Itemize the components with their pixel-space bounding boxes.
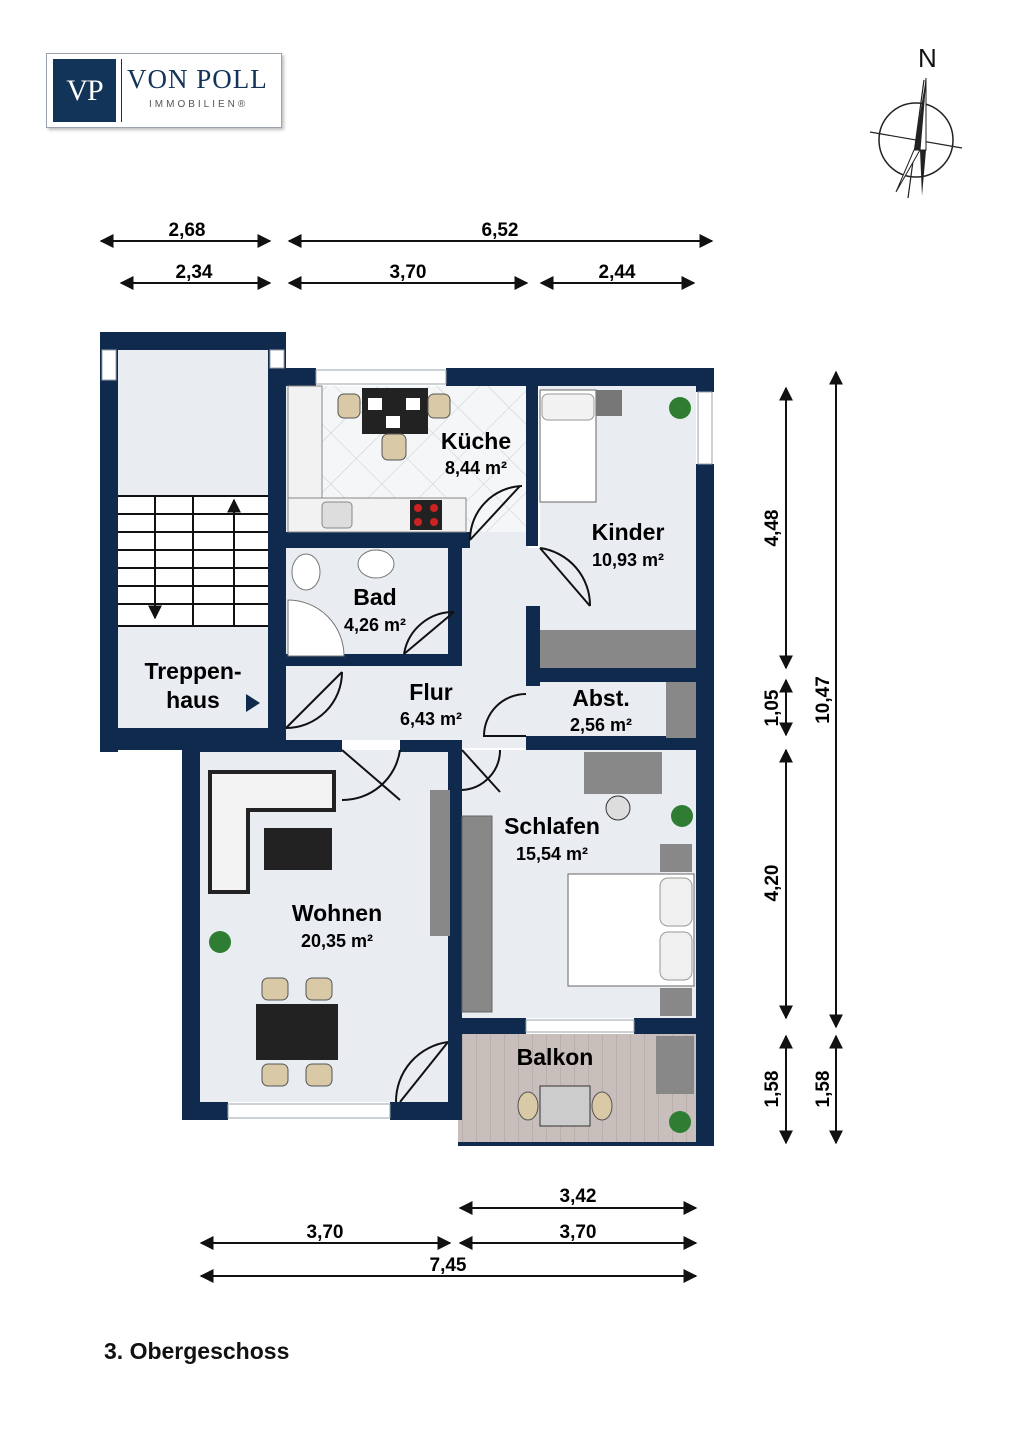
dim-top-2-34: 2,34 xyxy=(176,262,213,283)
room-label-treppenhaus-2: haus xyxy=(166,687,220,713)
room-label-kinder: Kinder xyxy=(592,519,665,545)
dim-right-1-58: 1,58 xyxy=(762,1071,783,1108)
dimension-lines-bottom xyxy=(199,1201,698,1283)
dim-bottom-3-70-right: 3,70 xyxy=(560,1222,597,1243)
kitchen-counter xyxy=(287,385,467,533)
dim-top-3-70: 3,70 xyxy=(390,262,427,283)
room-label-schlafen: Schlafen xyxy=(504,813,600,839)
compass-north-label: N xyxy=(918,43,937,73)
dining-table-kitchen xyxy=(337,388,451,461)
walls xyxy=(100,332,714,1146)
plant-icon xyxy=(209,397,693,1133)
compass-icon xyxy=(869,77,963,199)
dimension-lines-right xyxy=(779,370,843,1145)
logo-divider xyxy=(121,59,122,122)
dim-bottom-3-42: 3,42 xyxy=(560,1186,597,1207)
abst-shelf xyxy=(666,682,696,738)
dim-right-4-20: 4,20 xyxy=(762,865,783,902)
logo-subtitle: IMMOBILIEN® xyxy=(149,99,249,110)
staircase xyxy=(118,495,268,627)
brand-logo: VP VON POLL IMMOBILIEN® xyxy=(46,53,282,128)
doors xyxy=(285,485,592,1103)
dim-right-10-47: 10,47 xyxy=(813,676,834,724)
room-area-abst: 2,56 m² xyxy=(570,715,632,735)
room-area-kinder: 10,93 m² xyxy=(592,550,664,570)
dim-top-2-44: 2,44 xyxy=(599,262,636,283)
dim-bottom-7-45: 7,45 xyxy=(430,1255,467,1276)
balkon-furniture xyxy=(517,1036,694,1127)
logo-mark: VP xyxy=(53,59,116,122)
room-area-schlafen: 15,54 m² xyxy=(516,844,588,864)
logo-name: VON POLL xyxy=(127,64,268,94)
dim-right-1-05: 1,05 xyxy=(762,689,783,726)
entrance-arrow-icon xyxy=(246,694,260,712)
room-label-treppenhaus-1: Treppen- xyxy=(144,658,241,684)
dimension-lines-top xyxy=(99,234,714,290)
room-area-flur: 6,43 m² xyxy=(400,709,462,729)
room-label-abst: Abst. xyxy=(572,685,630,711)
schlafen-furniture xyxy=(461,752,695,1016)
dim-top-6-52: 6,52 xyxy=(482,220,519,241)
room-label-wohnen: Wohnen xyxy=(292,900,382,926)
room-label-kueche: Küche xyxy=(441,428,511,454)
room-label-flur: Flur xyxy=(409,679,452,705)
room-area-wohnen: 20,35 m² xyxy=(301,931,373,951)
dim-right-outer-1-58: 1,58 xyxy=(813,1071,834,1108)
dim-bottom-3-70-left: 3,70 xyxy=(307,1222,344,1243)
bathroom-fixtures xyxy=(287,549,395,657)
room-area-kueche: 8,44 m² xyxy=(445,458,507,478)
room-area-bad: 4,26 m² xyxy=(344,615,406,635)
dim-right-4-48: 4,48 xyxy=(762,510,783,547)
windows xyxy=(101,349,713,1119)
room-label-balkon: Balkon xyxy=(517,1044,594,1070)
floor-label: 3. Obergeschoss xyxy=(104,1338,290,1364)
dim-top-2-68: 2,68 xyxy=(169,220,206,241)
wohnen-furniture xyxy=(208,770,450,1087)
kinder-furniture xyxy=(539,389,696,668)
room-label-bad: Bad xyxy=(353,584,396,610)
